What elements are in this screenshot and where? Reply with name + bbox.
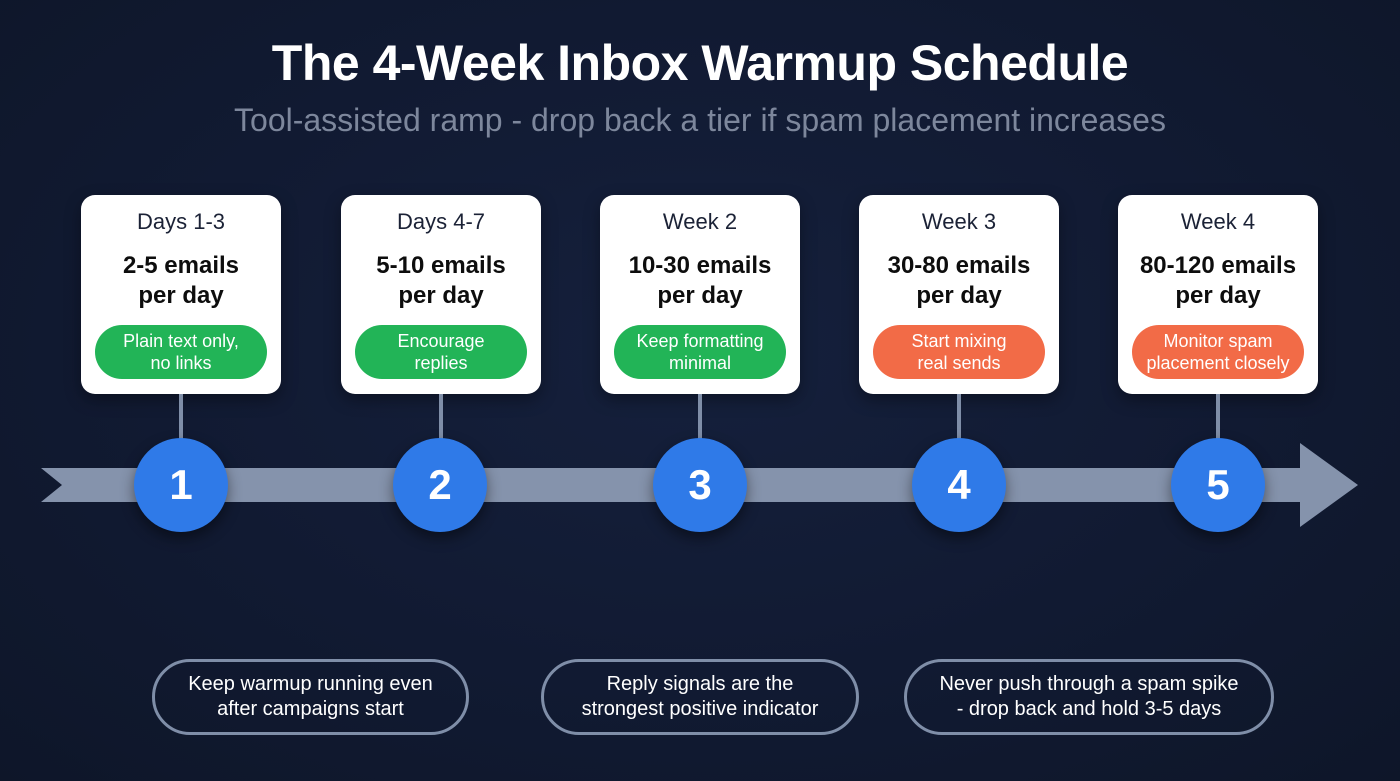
step-circle-3: 3 <box>653 438 747 532</box>
step-circle-4: 4 <box>912 438 1006 532</box>
stage-tip-badge: Monitor spam placement closely <box>1132 325 1304 379</box>
stage-volume: 2-5 emails per day <box>122 252 240 309</box>
stage-volume: 10-30 emails per day <box>628 252 772 309</box>
note-pill: Keep warmup running even after campaigns… <box>152 659 469 735</box>
stage-connector <box>1216 394 1220 442</box>
step-circle-5: 5 <box>1171 438 1265 532</box>
stage-connector <box>179 394 183 442</box>
stage-connector <box>957 394 961 442</box>
stage-card-4: Week 3 30-80 emails per day Start mixing… <box>859 195 1059 394</box>
stage-period: Week 4 <box>1180 209 1256 234</box>
stage-connector <box>698 394 702 442</box>
stage-period: Week 3 <box>921 209 997 234</box>
stage-card-1: Days 1-3 2-5 emails per day Plain text o… <box>81 195 281 394</box>
stage-period: Days 1-3 <box>136 209 226 234</box>
stage-card-3: Week 2 10-30 emails per day Keep formatt… <box>600 195 800 394</box>
stage-volume: 30-80 emails per day <box>887 252 1031 309</box>
stage-tip-badge: Encourage replies <box>355 325 527 379</box>
step-circle-1: 1 <box>134 438 228 532</box>
stage-period: Week 2 <box>662 209 738 234</box>
page-subtitle: Tool-assisted ramp - drop back a tier if… <box>234 102 1166 138</box>
step-circle-2: 2 <box>393 438 487 532</box>
page-title: The 4-Week Inbox Warmup Schedule <box>271 35 1129 91</box>
stage-volume: 80-120 emails per day <box>1139 252 1297 309</box>
note-pill: Never push through a spam spike - drop b… <box>904 659 1274 735</box>
stage-period: Days 4-7 <box>396 209 486 234</box>
stage-tip-badge: Plain text only, no links <box>95 325 267 379</box>
stage-card-2: Days 4-7 5-10 emails per day Encourage r… <box>341 195 541 394</box>
stage-card-5: Week 4 80-120 emails per day Monitor spa… <box>1118 195 1318 394</box>
stage-connector <box>439 394 443 442</box>
stage-tip-badge: Start mixing real sends <box>873 325 1045 379</box>
note-pill: Reply signals are the strongest positive… <box>541 659 859 735</box>
stage-tip-badge: Keep formatting minimal <box>614 325 786 379</box>
stage-volume: 5-10 emails per day <box>376 252 506 309</box>
